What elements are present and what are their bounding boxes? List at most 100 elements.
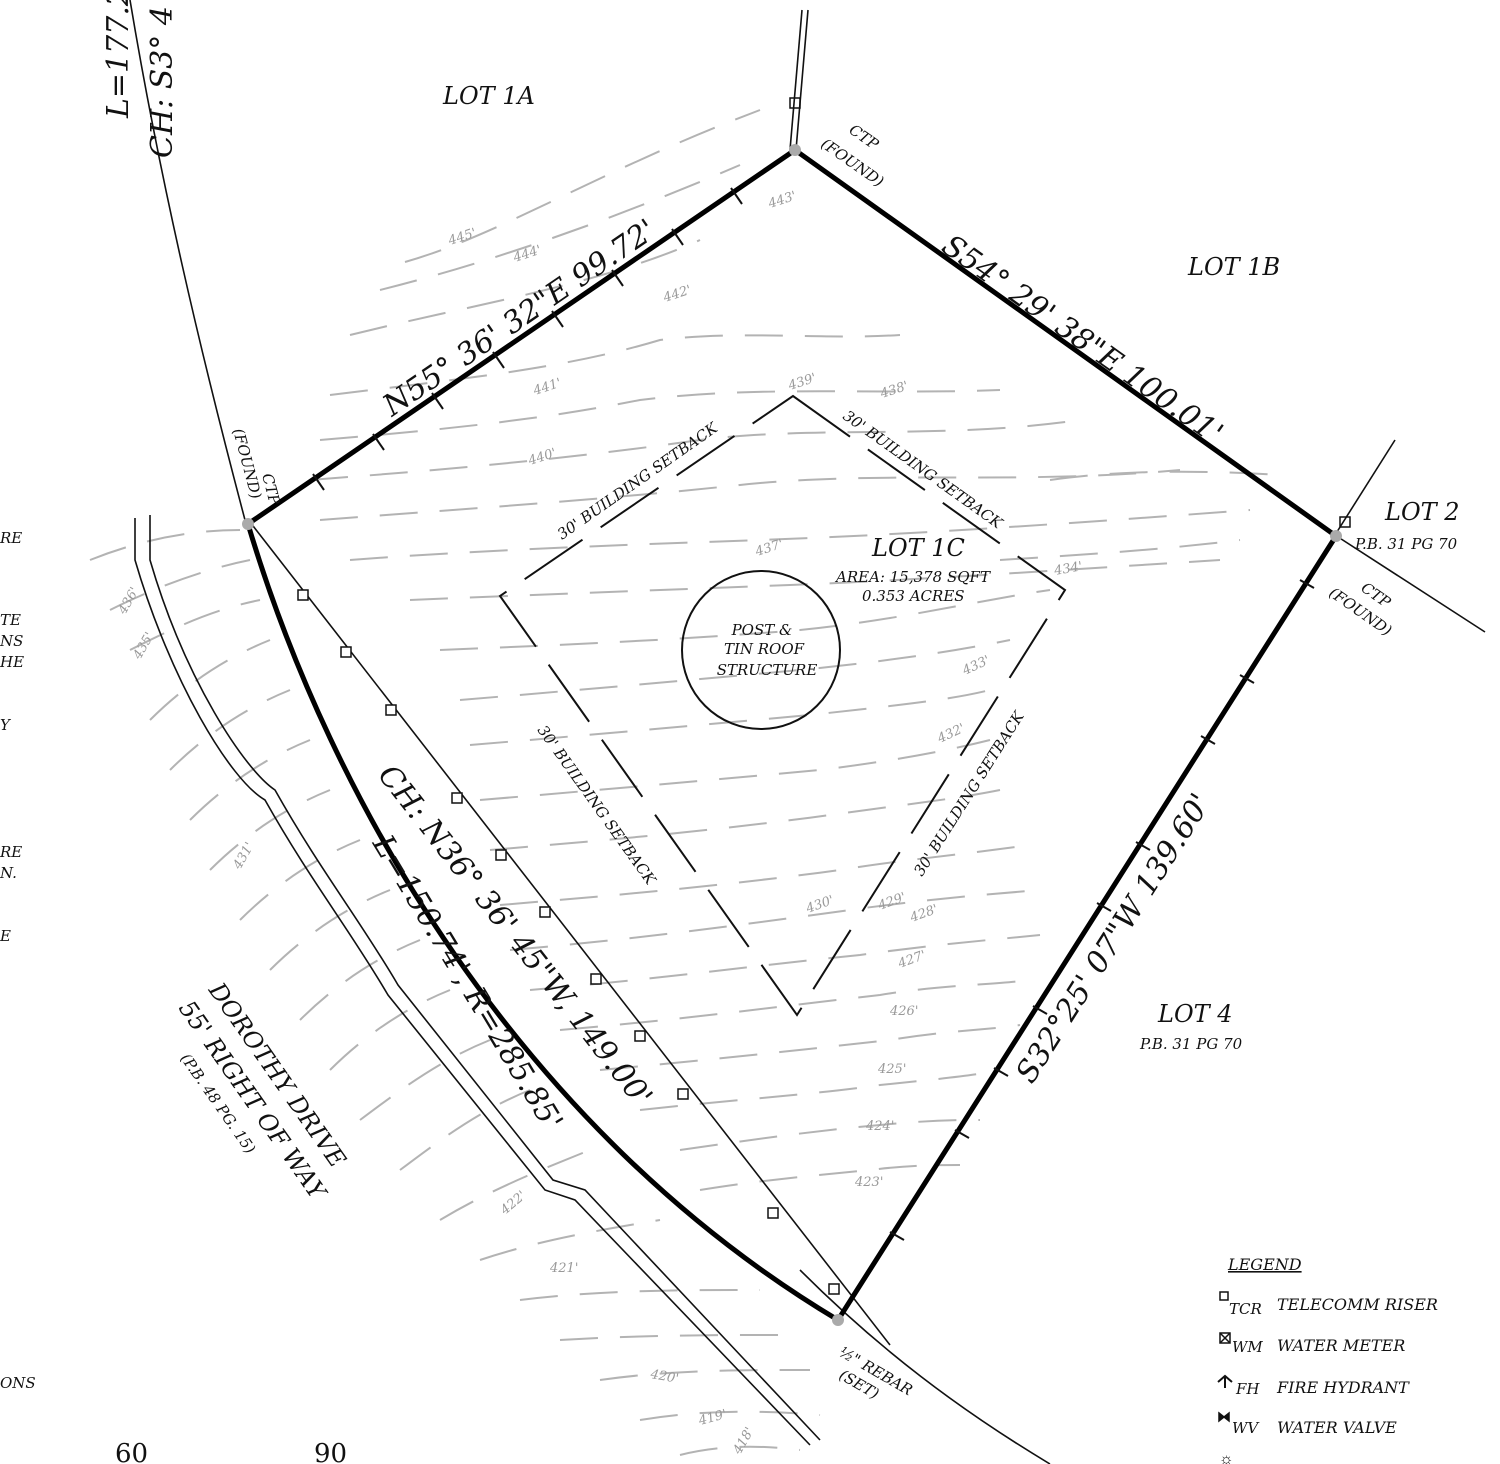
property-boundary (242, 144, 1342, 1326)
lot-2-reference: P.B. 31 PG 70 (1354, 535, 1458, 553)
legend-label: WATER METER (1277, 1336, 1405, 1355)
svg-text:NS: NS (0, 632, 23, 650)
legend: LEGEND TCR TELECOMM RISER WM WATER METER… (1217, 1255, 1438, 1464)
sun-icon: ☼ (1219, 1451, 1234, 1464)
contour-label: 428' (907, 902, 940, 926)
dorothy-drive-row (129, 0, 1051, 1464)
telecom-riser-icon (1339, 516, 1351, 528)
contour-label: 437' (753, 537, 786, 560)
contour-label: 432' (934, 721, 967, 747)
legend-code: TCR (1229, 1300, 1262, 1318)
contour-label: 443' (766, 189, 799, 212)
water-valve-legend-icon (1218, 1411, 1230, 1423)
contour-label: 442' (661, 283, 694, 306)
svg-text:RE: RE (0, 843, 22, 861)
contour-label: 444' (511, 243, 544, 266)
left-margin-notes: RE TE NS HE Y RE N. E ONS (0, 529, 36, 1392)
contour-label: 424' (865, 1119, 894, 1134)
contour-label: 433' (959, 653, 992, 679)
setback-label-sw: 30' BUILDING SETBACK (534, 722, 660, 889)
contour-label: 418' (730, 1425, 758, 1458)
fire-hydrant-legend-icon (1217, 1374, 1233, 1388)
legend-label: WATER VALVE (1277, 1418, 1397, 1437)
telecom-riser-icon (634, 1030, 646, 1042)
structure-label-line1: POST & (731, 621, 793, 639)
lot-line-lot2 (1334, 439, 1396, 536)
found-label-west: (FOUND) (229, 426, 265, 501)
lot-4-label: LOT 4 (1157, 1000, 1233, 1028)
scale-tick-90: 90 (314, 1439, 347, 1464)
corner-pin-icon (832, 1314, 844, 1326)
telecom-riser-icon (385, 704, 397, 716)
ctp-label-north: CTP (846, 121, 883, 154)
structure-label-line3: STRUCTURE (717, 661, 818, 679)
setback-label-se: 30' BUILDING SETBACK (910, 707, 1028, 879)
telecom-riser-icon (451, 792, 463, 804)
svg-text:ONS: ONS (0, 1374, 36, 1392)
contour-label: 435' (130, 630, 158, 663)
lot-1a-label: LOT 1A (442, 82, 535, 110)
utility-line-north (795, 9, 809, 151)
telecom-line (249, 97, 1351, 1346)
svg-text:HE: HE (0, 653, 24, 671)
telecom-riser-icon (539, 906, 551, 918)
legend-label: FIRE HYDRANT (1276, 1378, 1410, 1397)
east-line-bearing: S54° 29' 38"E 100.01' (935, 228, 1229, 452)
lot-1c-acres: 0.353 ACRES (862, 587, 965, 605)
building-setback-line (498, 394, 1067, 1017)
setback-label-nw: 30' BUILDING SETBACK (554, 418, 722, 543)
lot-1b-label: LOT 1B (1187, 253, 1280, 281)
contour-label: 441' (531, 376, 564, 399)
telecom-riser-icon (297, 589, 309, 601)
contour-label: 427' (895, 948, 928, 972)
lot-2-label: LOT 2 (1384, 498, 1460, 526)
lot-1c-label: LOT 1C (871, 534, 965, 562)
structure-label-line2: TIN ROOF (724, 640, 805, 658)
contour-label: 445' (446, 226, 479, 249)
telecom-riser-icon (340, 646, 352, 658)
contour-label: 426' (889, 1004, 918, 1019)
contour-lines (89, 109, 1281, 1456)
svg-text:Y: Y (0, 716, 12, 734)
setback-label-ne: 30' BUILDING SETBACK (840, 407, 1007, 533)
telecom-riser-icon (495, 849, 507, 861)
contour-label: 431' (230, 840, 258, 873)
telecom-riser-icon (677, 1088, 689, 1100)
contour-label: 425' (877, 1062, 906, 1077)
legend-label: TELECOMM RISER (1277, 1295, 1438, 1314)
corner-pin-icon (1330, 530, 1342, 542)
svg-text:E: E (0, 927, 11, 945)
telecom-riser-icon (767, 1207, 779, 1219)
telecom-riser-icon (590, 973, 602, 985)
contour-label: 419' (696, 1407, 728, 1429)
svg-text:RE: RE (0, 529, 22, 547)
scale-tick-60: 60 (115, 1439, 148, 1464)
contour-label: 440' (526, 446, 559, 469)
contour-label: 429' (875, 890, 908, 914)
corner-pin-icon (242, 518, 254, 530)
legend-code: WM (1232, 1338, 1263, 1356)
utility-line-north (789, 9, 803, 151)
legend-code: FH (1235, 1380, 1260, 1398)
lot-4-reference: P.B. 31 PG 70 (1139, 1035, 1243, 1053)
telecomm-riser-legend-icon (1219, 1291, 1229, 1301)
contour-label: 422' (497, 1188, 529, 1218)
corner-pin-icon (789, 144, 801, 156)
contour-label: 420' (648, 1367, 680, 1387)
contour-label: 434' (1052, 559, 1084, 579)
top-arc-length: L=177.2 (101, 0, 136, 119)
svg-text:N.: N. (0, 864, 17, 882)
contour-label: 421' (549, 1261, 578, 1276)
lot-line-lot2 (1334, 534, 1486, 633)
lot-1c-area: AREA: 15,378 SQFT (834, 568, 991, 586)
contour-label: 436' (115, 585, 143, 618)
legend-title: LEGEND (1227, 1255, 1302, 1274)
telecom-riser-icon (828, 1283, 840, 1295)
legend-code: WV (1232, 1419, 1260, 1437)
contour-label: 423' (854, 1175, 883, 1190)
top-arc-chord: CH: S3° 4 (145, 6, 180, 158)
contour-label: 438' (878, 379, 911, 402)
post-tin-roof-structure (681, 570, 841, 730)
svg-text:TE: TE (0, 611, 21, 629)
